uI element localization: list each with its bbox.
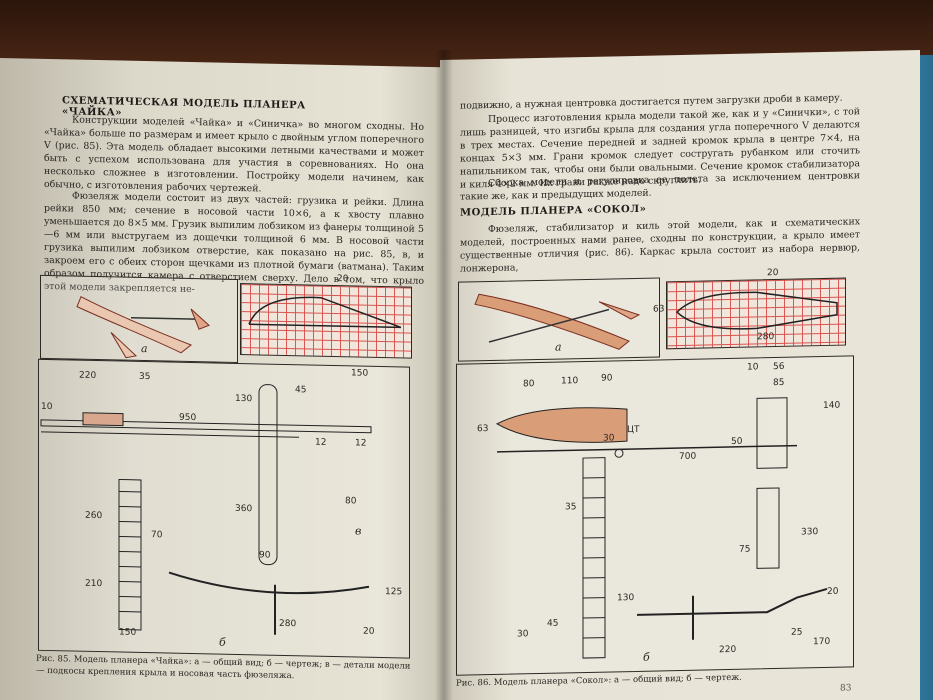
dim-700: 700 [679,451,697,463]
dim-25: 25 [791,627,803,638]
fig85-general-view: а [40,274,238,363]
wing-outline [248,296,402,329]
fig86-wing-grid: 20 63 280 [653,268,846,350]
fig85-drawing: 220 35 130 150 45 10 950 12 12 80 260 70… [38,358,410,659]
right-paragraph-3: Фюзеляж, стабилизатор и киль этой модели… [460,216,860,275]
sokol-wing-profile [675,291,838,330]
dim-63b: 63 [477,424,489,435]
dim-12b: 12 [355,438,367,449]
dim-20b: 20 [363,626,375,637]
fig85-label-b: б [219,635,226,649]
dim-170: 170 [813,636,831,648]
dim-220: 220 [719,644,737,656]
dim-50: 50 [731,436,743,447]
fig86-general-view: а [458,277,660,362]
dim-45: 45 [295,385,307,396]
sokol-blueprint [495,397,828,659]
dim-220: 220 [79,370,97,382]
dim-30b: 30 [517,629,529,640]
dim-950: 950 [179,412,197,424]
dim-150b: 150 [119,627,137,638]
dim-85: 85 [773,377,785,389]
book-gutter [435,50,453,700]
dim-110: 110 [561,376,579,387]
fig86-dim-20: 20 [767,267,779,279]
dim-12a: 12 [315,437,327,448]
dim-80: 80 [523,379,535,390]
dim-330: 330 [801,527,819,538]
fig85-dim-20: 20 [337,274,349,285]
open-book: СХЕМАТИЧЕСКАЯ МОДЕЛЬ ПЛАНЕРА «ЧАЙКА» Кон… [0,50,933,700]
dim-10: 10 [747,362,759,373]
dim-20b: 20 [827,586,839,597]
fig85-wing-grid: 20 [240,274,412,359]
right-heading: МОДЕЛЬ ПЛАНЕРА «СОКОЛ» [460,203,647,219]
fig85-label-a: а [141,341,148,356]
dim-30: 30 [603,433,615,444]
dim-70: 70 [151,530,163,541]
fig85-caption: Рис. 85. Модель планера «Чайка»: а — общ… [36,653,411,682]
dim-75: 75 [739,544,751,555]
page-number: 83 [840,683,852,694]
fig86-label-b: б [643,650,650,664]
dim-90: 90 [259,550,271,561]
dim-10: 10 [41,401,53,413]
dim-210: 210 [85,578,103,590]
fig86-dim-280: 280 [757,332,775,343]
dim-130: 130 [617,592,635,604]
label-ct: ЦТ [627,424,640,436]
dim-35: 35 [565,502,577,513]
dim-360: 360 [235,503,253,515]
dim-150: 150 [351,368,369,379]
dim-280: 280 [279,618,297,630]
dim-56: 56 [773,361,785,373]
dim-125: 125 [385,587,403,598]
fig86-label-a: а [555,340,562,354]
sokol-glider-sketch [474,293,641,350]
fig86-drawing: 80 110 90 10 56 85 140 63 30 ЦТ 700 50 3… [456,355,854,676]
left-page: СХЕМАТИЧЕСКАЯ МОДЕЛЬ ПЛАНЕРА «ЧАЙКА» Кон… [0,58,448,700]
right-page: подвижно, а нужная центровка достигается… [440,50,920,700]
dim-80: 80 [345,496,357,507]
chaika-glider-sketch [76,296,210,359]
dim-90: 90 [601,373,613,384]
fig86-dim-63: 63 [653,304,665,315]
dim-35: 35 [139,371,151,383]
fig85-label-v: в [355,524,362,538]
left-paragraph-1: Конструкции моделей «Чайка» и «Синичка» … [44,114,424,195]
dim-140: 140 [823,400,841,412]
dim-45: 45 [547,618,559,629]
dim-130: 130 [235,393,253,405]
chaika-blueprint [40,384,372,635]
dim-260: 260 [85,510,103,522]
